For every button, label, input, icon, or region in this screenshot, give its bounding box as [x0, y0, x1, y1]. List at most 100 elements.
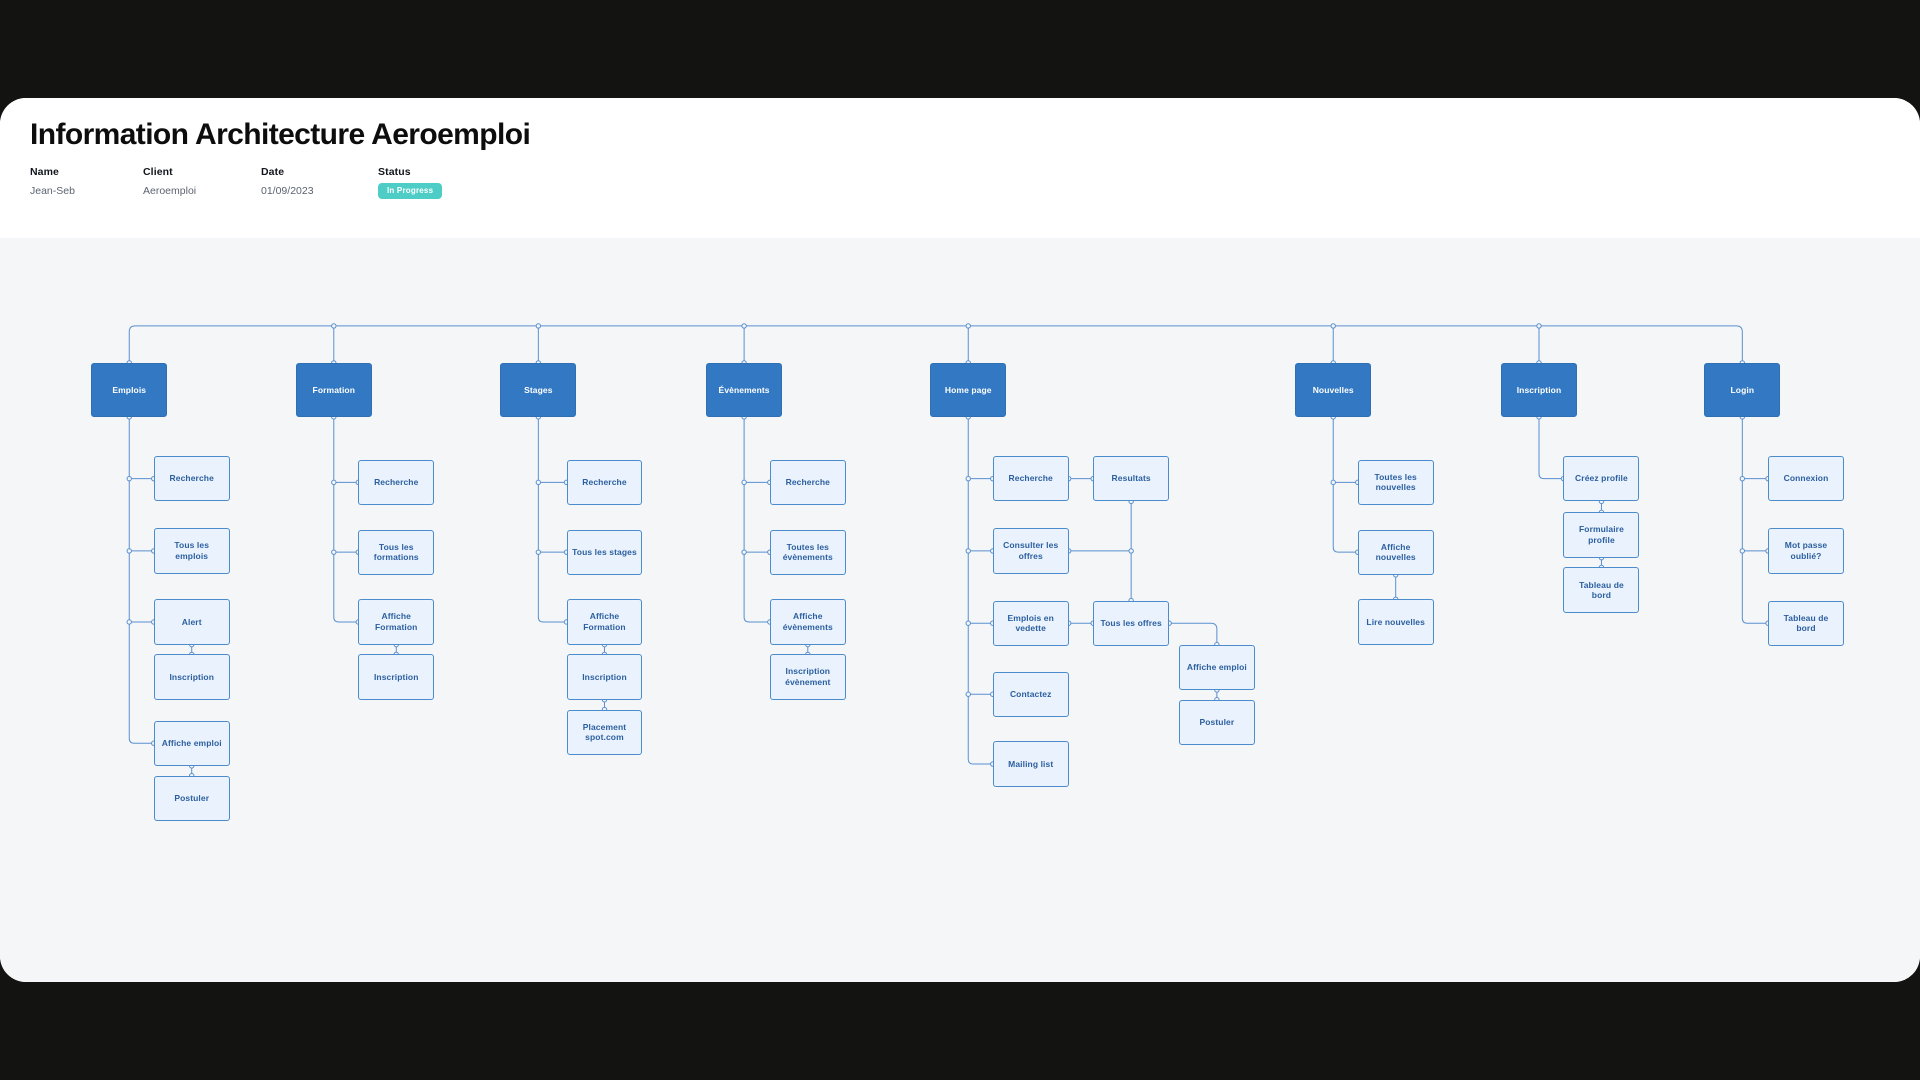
node-sta-affiche[interactable]: Affiche Formation [566, 599, 643, 645]
node-label: Placement spot.com [582, 721, 627, 743]
node-eve-affiche[interactable]: Affiche évènements [769, 599, 846, 645]
edge-port [331, 549, 337, 555]
node-for-recherche[interactable]: Recherche [358, 459, 435, 505]
edge-port [126, 475, 132, 482]
meta-label-date: Date [261, 166, 285, 178]
node-hp-tousoffres[interactable]: Tous les offres [1093, 600, 1170, 646]
node-log-motpasse[interactable]: Mot passe oublié? [1768, 528, 1844, 574]
node-formation[interactable]: Formation [295, 362, 372, 417]
edge-port [1128, 548, 1134, 554]
edge-port [1739, 475, 1746, 482]
node-label: Tous les formations [373, 541, 419, 563]
node-nou-toutes[interactable]: Toutes les nouvelles [1357, 459, 1434, 505]
meta-field-client: Client Aeroemploi [143, 166, 196, 197]
meta-value-client: Aeroemploi [143, 185, 197, 197]
node-ins-formulaire[interactable]: Formulaire profile [1563, 512, 1640, 558]
meta-field-date: Date 01/09/2023 [261, 166, 314, 197]
node-label: Affiche évènements [782, 611, 833, 632]
node-label: Mailing list [1008, 758, 1054, 769]
node-emp-alert[interactable]: Alert [153, 599, 230, 645]
meta-label-status: Status [378, 166, 411, 178]
node-log-connexion[interactable]: Connexion [1768, 456, 1844, 502]
node-label: Login [1730, 384, 1755, 395]
node-nouvelles[interactable]: Nouvelles [1295, 362, 1372, 417]
node-hp-contactez[interactable]: Contactez [992, 671, 1069, 717]
node-label: Inscription [1516, 384, 1562, 395]
node-login[interactable]: Login [1704, 362, 1781, 417]
node-label: Affiche nouvelles [1375, 541, 1416, 563]
node-hp-postuler[interactable]: Postuler [1178, 699, 1255, 746]
node-label: Affiche Formation [375, 611, 418, 632]
node-log-tableau[interactable]: Tableau de bord [1768, 600, 1844, 646]
node-emp-postuler[interactable]: Postuler [153, 775, 230, 821]
node-ins-creez[interactable]: Créez profile [1563, 456, 1640, 502]
edge-port [965, 691, 971, 697]
node-hp-recherche[interactable]: Recherche [992, 456, 1069, 502]
node-label: Nouvelles [1312, 384, 1354, 395]
node-emp-recherche[interactable]: Recherche [153, 456, 230, 502]
document-header: Information Architecture Aeroemploi Name… [0, 98, 1920, 238]
node-for-inscription[interactable]: Inscription [358, 654, 435, 700]
edge-port [126, 548, 132, 554]
document-card: Information Architecture Aeroemploi Name… [0, 98, 1920, 982]
node-emp-affiche[interactable]: Affiche emploi [153, 720, 230, 766]
edge-port [331, 323, 337, 329]
edge-port [965, 475, 971, 482]
node-nou-affiche[interactable]: Affiche nouvelles [1357, 529, 1434, 575]
edge-port [1739, 548, 1746, 554]
node-ins-tableau[interactable]: Tableau de bord [1563, 567, 1640, 613]
meta-label-client: Client [143, 166, 173, 178]
node-sta-placement[interactable]: Placement spot.com [566, 709, 643, 755]
node-inscription[interactable]: Inscription [1501, 362, 1577, 417]
edge [333, 416, 359, 623]
node-nou-lire[interactable]: Lire nouvelles [1357, 599, 1434, 645]
node-label: Toutes les nouvelles [1374, 471, 1417, 493]
node-homepage[interactable]: Home page [930, 362, 1007, 417]
edge-port [535, 479, 542, 486]
node-label: Formulaire profile [1578, 524, 1624, 545]
node-label: Emplois en vedette [1007, 612, 1054, 634]
node-evenements[interactable]: Évènements [706, 362, 783, 417]
node-hp-mailing[interactable]: Mailing list [992, 741, 1069, 787]
node-hp-consulter[interactable]: Consulter les offres [992, 528, 1069, 574]
edge-port [1330, 323, 1336, 329]
edge-port [535, 549, 542, 555]
edge-port [126, 619, 132, 625]
meta-label-name: Name [30, 166, 59, 178]
edge [128, 416, 154, 744]
node-label: Inscription évènement [785, 666, 831, 688]
diagram-canvas[interactable]: Emplois Formation Stages Évènements Home pag… [0, 238, 1920, 982]
edge-port [1536, 323, 1542, 329]
node-label: Resultats [1111, 473, 1151, 484]
node-sta-inscription[interactable]: Inscription [566, 654, 643, 700]
node-emp-inscription[interactable]: Inscription [153, 654, 230, 700]
edge-port [331, 479, 337, 486]
node-label: Tous les offres [1100, 617, 1162, 628]
node-hp-vedette[interactable]: Emplois en vedette [992, 600, 1069, 646]
edge [1538, 416, 1564, 480]
node-sta-tous[interactable]: Tous les stages [566, 529, 643, 575]
node-hp-resultats[interactable]: Resultats [1093, 456, 1170, 502]
node-label: Recherche [1008, 473, 1053, 484]
edge-port [965, 323, 971, 329]
node-label: Inscription [373, 671, 419, 682]
node-hp-affiche[interactable]: Affiche emploi [1178, 644, 1255, 690]
node-for-affiche[interactable]: Affiche Formation [358, 599, 435, 645]
node-emplois[interactable]: Emplois [91, 362, 168, 417]
node-stages[interactable]: Stages [500, 362, 577, 417]
node-label: Tableau de bord [1783, 612, 1829, 634]
node-label: Lire nouvelles [1366, 616, 1425, 627]
node-for-tous[interactable]: Tous les formations [358, 529, 435, 575]
node-eve-toutes[interactable]: Toutes les évènements [769, 529, 846, 575]
edge [1169, 622, 1218, 645]
node-sta-recherche[interactable]: Recherche [566, 459, 643, 505]
node-eve-recherche[interactable]: Recherche [769, 459, 846, 505]
node-label: Recherche [374, 477, 419, 488]
node-label: Inscription [582, 671, 627, 682]
node-emp-tous[interactable]: Tous les emplois [153, 528, 230, 574]
edge-port [535, 323, 542, 329]
edge [743, 416, 770, 623]
node-label: Alert [181, 616, 202, 627]
edge-port [965, 620, 971, 626]
node-eve-inscription[interactable]: Inscription évènement [769, 654, 846, 700]
